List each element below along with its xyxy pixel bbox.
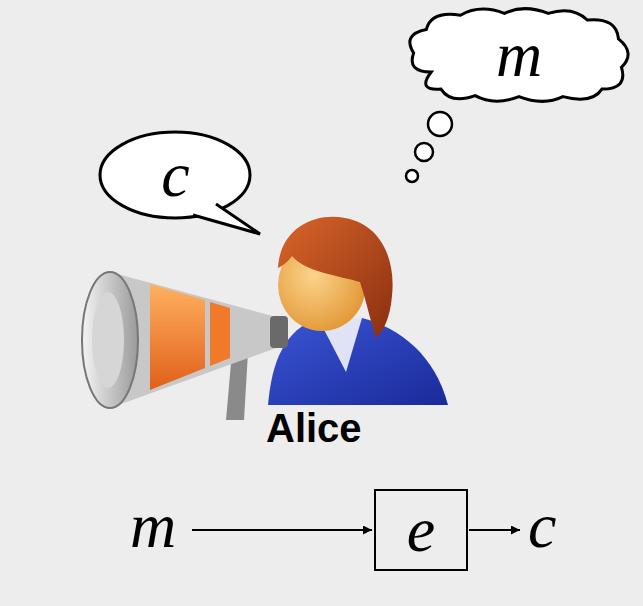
input-arrow [192,529,372,531]
bubble-tail [193,204,260,234]
ciphertext-symbol: c [528,494,556,558]
thought-bubble: m [400,2,638,108]
bubble-outline [100,132,250,218]
person-body [268,318,448,405]
speech-bubble: c [98,130,253,220]
thought-dot [428,112,452,136]
megaphone-bell [82,272,138,408]
megaphone-band [210,302,230,366]
megaphone-bell-inner [92,292,124,388]
output-arrow [469,529,520,531]
message-symbol: m [130,494,176,558]
symbol-text: e [407,498,435,562]
megaphone-mouthpiece [270,316,288,348]
cloud-outline [410,9,628,102]
symbol-text: c [161,143,189,207]
thought-dot [406,170,418,182]
megaphone-band [150,284,205,390]
thought-dot [415,143,433,161]
person-name: Alice [266,408,362,448]
person-hair [278,217,393,338]
function-box: e [374,489,468,571]
symbol-text: m [496,23,542,87]
